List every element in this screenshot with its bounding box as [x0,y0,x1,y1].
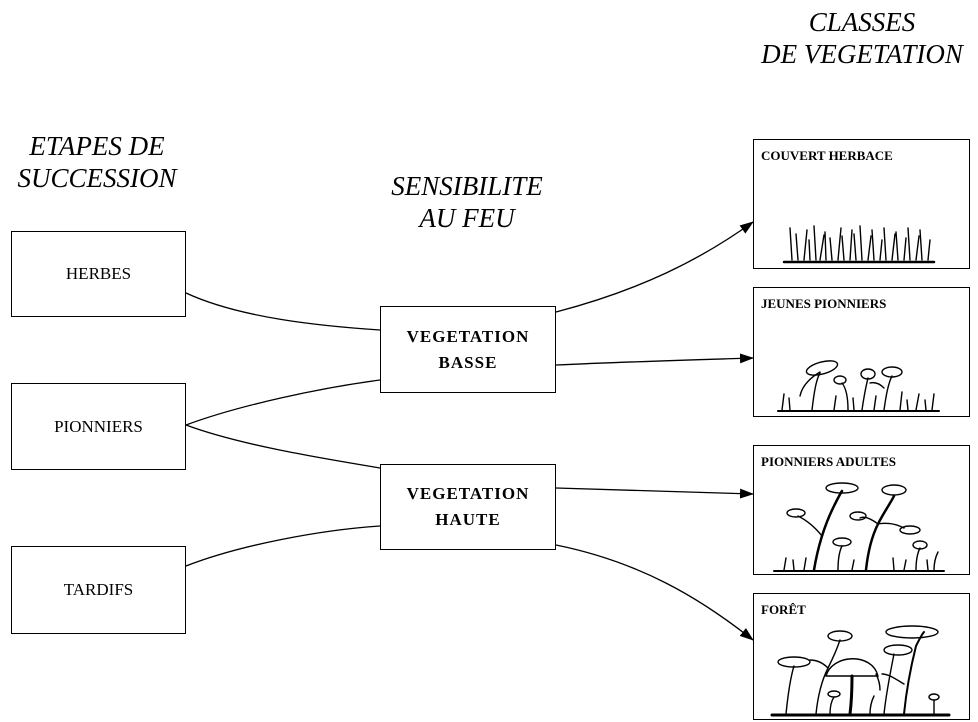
stage-box-herbes: HERBES [11,231,186,317]
class-box-jeunes-pionniers: JEUNES PIONNIERS [753,287,970,417]
sensitivity-high-line1: VEGETATION [406,484,530,503]
arrow-to-pionniers-adultes [555,487,754,499]
adult-pioneers-icon [773,482,945,572]
connector-pionniers-haute [185,424,381,469]
heading-sensitivity-line1: SENSIBILITE [391,171,543,201]
arrow-to-foret [555,544,754,641]
class-box-pionniers-adultes: PIONNIERS ADULTES [753,445,970,575]
arrow-to-couvert-herbace [555,221,754,313]
class-label-foret: FORÊT [761,602,806,617]
connector-tardifs-haute [185,525,381,567]
sensitivity-high-line2: HAUTE [435,510,501,529]
sensitivity-box-high: VEGETATION HAUTE [380,464,556,550]
sensitivity-box-low: VEGETATION BASSE [380,306,556,393]
heading-classes: CLASSES DE VEGETATION [748,6,976,70]
stage-label-tardifs: TARDIFS [63,580,134,599]
class-box-foret: FORÊT [753,593,970,720]
heading-stages-line2: SUCCESSION [17,163,177,193]
arrow-to-jeunes-pionniers [555,353,754,366]
class-label-couvert-herbace: COUVERT HERBACE [761,148,893,163]
heading-stages-line1: ETAPES DE [29,131,165,161]
sensitivity-low-line2: BASSE [438,352,498,372]
grass-icon [782,225,936,264]
heading-sensitivity: SENSIBILITE AU FEU [372,170,562,234]
young-pioneers-icon [777,360,940,412]
heading-classes-line2: DE VEGETATION [761,39,963,69]
class-label-jeunes-pionniers: JEUNES PIONNIERS [761,296,887,311]
stage-label-herbes: HERBES [65,264,132,283]
connector-pionniers-basse [185,379,381,426]
sensitivity-low-line1: VEGETATION [406,326,530,346]
stage-box-pionniers: PIONNIERS [11,383,186,470]
connector-herbes-basse [185,292,381,331]
stage-box-tardifs: TARDIFS [11,546,186,634]
class-box-couvert-herbace: COUVERT HERBACE [753,139,970,269]
heading-classes-line1: CLASSES [808,7,916,37]
heading-stages: ETAPES DE SUCCESSION [2,130,192,194]
heading-sensitivity-line2: AU FEU [419,203,515,233]
class-label-pionniers-adultes: PIONNIERS ADULTES [761,454,896,469]
stage-label-pionniers: PIONNIERS [54,416,143,436]
forest-icon [770,625,951,717]
